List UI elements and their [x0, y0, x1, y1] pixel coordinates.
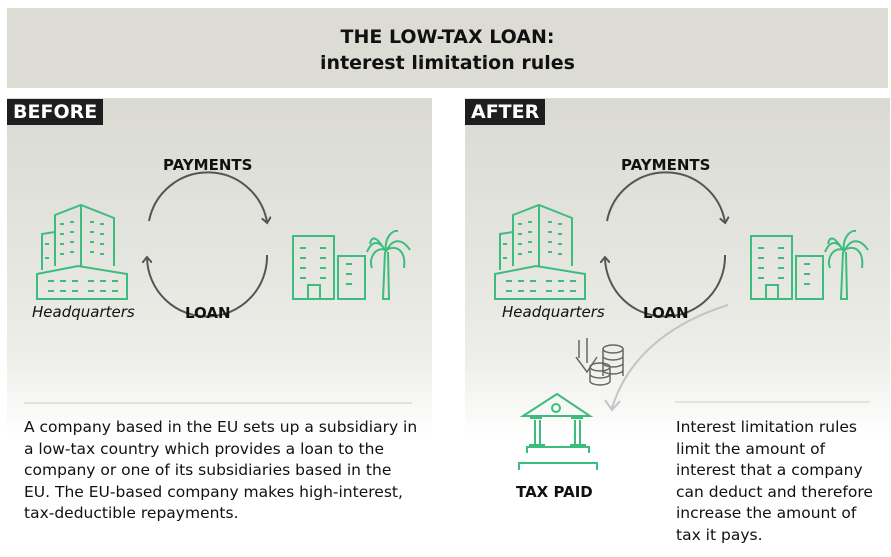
headquarters-label: Headquarters [32, 303, 135, 321]
payments-label: PAYMENTS [163, 156, 253, 174]
after-tag: AFTER [465, 99, 546, 125]
tax-paid-label: TAX PAID [516, 483, 593, 501]
page-title: THE LOW-TAX LOAN: interest limitation ru… [7, 8, 888, 88]
before-description: A company based in the EU sets up a subs… [24, 418, 418, 522]
before-tag: BEFORE [7, 99, 104, 125]
loan-label: LOAN [643, 304, 689, 322]
low-tax-subsidiary-icon [292, 229, 411, 300]
payments-label: PAYMENTS [621, 156, 711, 174]
after-description: Interest limitation rules limit the amou… [676, 418, 873, 544]
headquarters-icon [36, 204, 128, 300]
tax-bank-icon [518, 392, 598, 470]
low-tax-subsidiary-icon [750, 229, 869, 300]
headquarters-icon [494, 204, 586, 300]
headquarters-label: Headquarters [502, 303, 605, 321]
coins-icon [575, 338, 624, 386]
payment-loan-cycle-arrows-icon [147, 172, 267, 316]
tax-flow-arrow-icon [611, 304, 729, 409]
title-line-2: interest limitation rules [320, 52, 575, 74]
title-line-1: THE LOW-TAX LOAN: [340, 26, 555, 48]
loan-label: LOAN [185, 304, 231, 322]
payment-loan-cycle-arrows-icon [605, 172, 725, 316]
